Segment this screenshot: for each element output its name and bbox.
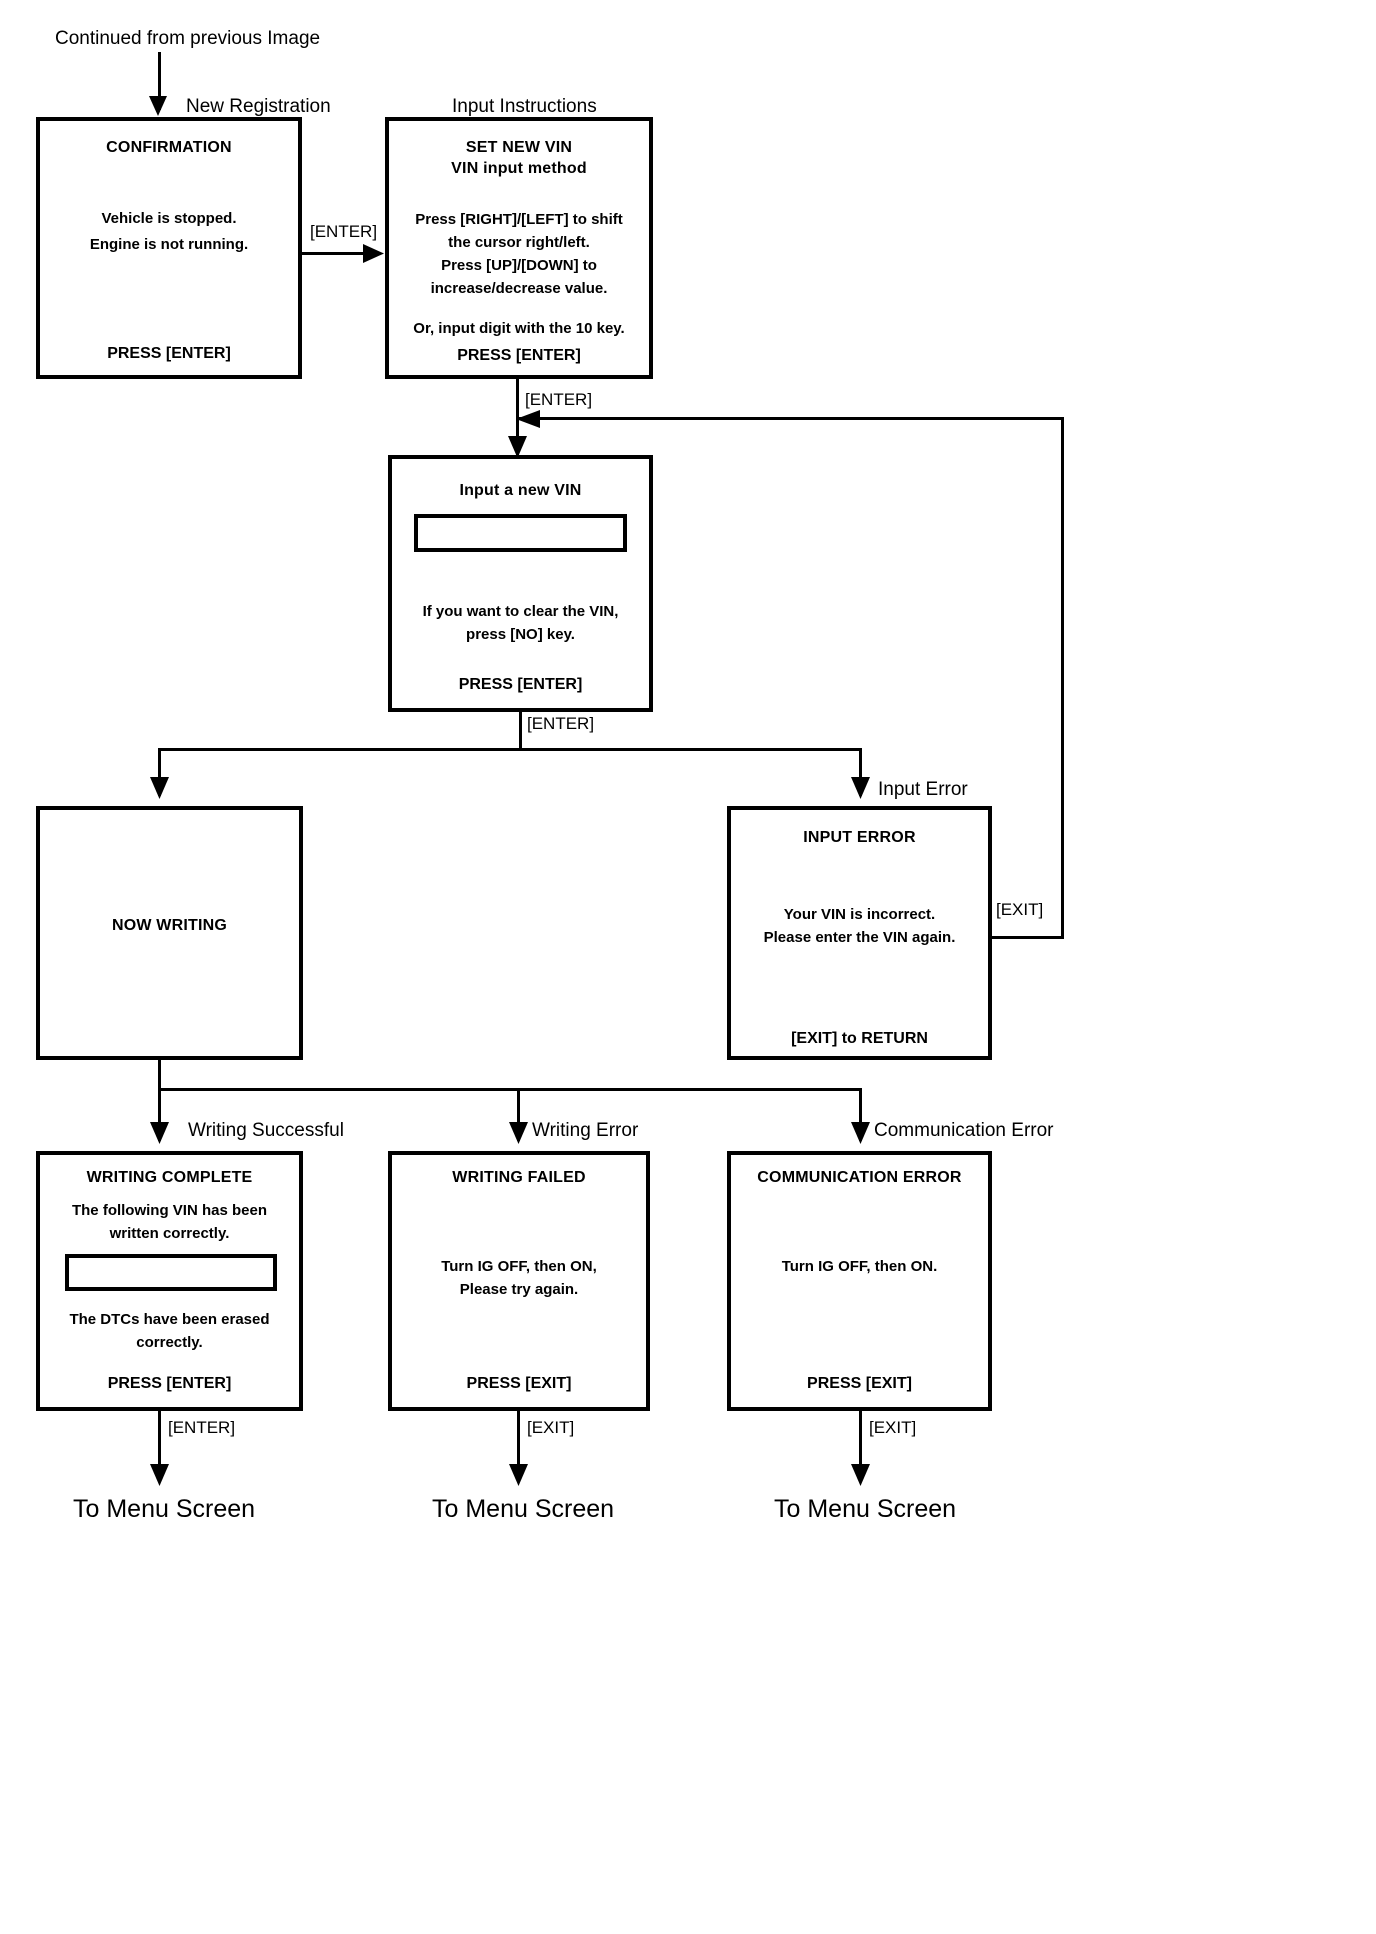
now-writing-title: NOW WRITING [111,917,228,934]
connector-input-branch-bus [158,748,862,751]
terminal-to-menu-screen-3: To Menu Screen [774,1495,957,1523]
screen-input-new-vin: Input a new VIN If you want to clear the… [388,455,653,712]
input-error-line-2: Please enter the VIN again. [763,929,956,946]
writing-complete-line-2: written correctly. [109,1225,230,1242]
edge-label-complete-exit: [ENTER] [168,1418,236,1437]
screen-writing-complete: WRITING COMPLETE The following VIN has b… [36,1151,303,1411]
writing-complete-line-4: correctly. [136,1334,203,1351]
terminal-to-menu-screen-1: To Menu Screen [73,1495,256,1523]
arrowhead-to-confirmation [149,96,167,116]
input-error-line-1: Your VIN is incorrect. [783,906,936,923]
arrowhead-to-now-writing [150,777,169,799]
arrowhead-to-input-error [851,777,870,799]
confirmation-title: CONFIRMATION [106,139,232,156]
connector-failed-to-menu [517,1411,520,1481]
edge-label-failed-exit: [EXIT] [527,1418,575,1437]
vin-input-field[interactable] [414,514,627,552]
edge-label-input-to-branch: [ENTER] [527,714,595,733]
arrowhead-to-menu-3 [851,1464,870,1486]
input-new-vin-line-2: press [NO] key. [466,626,575,643]
screen-writing-failed: WRITING FAILED Turn IG OFF, then ON, Ple… [388,1151,650,1411]
connector-complete-to-menu [158,1411,161,1481]
label-writing-error: Writing Error [532,1120,639,1141]
connector-results-bus [158,1088,861,1091]
writing-failed-footer: PRESS [EXIT] [466,1375,572,1392]
arrowhead-to-menu-1 [150,1464,169,1486]
label-writing-successful: Writing Successful [188,1120,344,1141]
set-new-vin-extra: Or, input digit with the 10 key. [413,320,625,337]
connector-comm-to-menu [859,1411,862,1481]
writing-complete-line-3: The DTCs have been erased [69,1311,270,1328]
connector-now-writing-stem [158,1060,161,1090]
label-communication-error: Communication Error [874,1120,1054,1141]
arrowhead-to-writing-complete [150,1122,169,1144]
edge-label-comm-exit: [EXIT] [869,1418,917,1437]
connector-result-right-down [859,1088,862,1141]
input-new-vin-title: Input a new VIN [459,482,582,499]
screen-set-new-vin: SET NEW VIN VIN input method Press [RIGH… [385,117,653,379]
label-input-error: Input Error [878,779,968,800]
input-error-footer: [EXIT] to RETURN [791,1030,928,1047]
set-new-vin-subtitle: VIN input method [451,160,587,177]
screen-now-writing: NOW WRITING [36,806,303,1060]
arrowhead-to-instructions [363,244,384,263]
arrowhead-to-writing-failed [509,1122,528,1144]
arrowhead-to-menu-2 [509,1464,528,1486]
writing-complete-footer: PRESS [ENTER] [107,1375,232,1392]
connector-result-mid-down [517,1088,520,1141]
written-vin-field [65,1254,277,1291]
connector-input-branch-stem [519,712,522,750]
connector-error-return-horizontal [519,417,1064,420]
screen-confirmation: CONFIRMATION Vehicle is stopped. Engine … [36,117,302,379]
writing-failed-title: WRITING FAILED [452,1169,586,1186]
input-new-vin-line-1: If you want to clear the VIN, [422,603,619,620]
communication-error-footer: PRESS [EXIT] [807,1375,912,1392]
communication-error-title: COMMUNICATION ERROR [757,1169,962,1186]
connector-top-vertical [158,52,161,110]
input-new-vin-footer: PRESS [ENTER] [458,676,583,693]
label-new-registration: New Registration [186,96,331,117]
writing-complete-line-1: The following VIN has been [71,1202,267,1219]
connector-confirmation-to-instructions [302,252,374,255]
writing-failed-line-1: Turn IG OFF, then ON, [441,1258,597,1275]
connector-error-return-vertical [1061,417,1064,939]
connector-branch-right-down [859,748,862,796]
set-new-vin-line-3: Press [UP]/[DOWN] to [441,257,597,274]
edge-label-error-return: [EXIT] [996,900,1044,919]
label-input-instructions: Input Instructions [452,96,597,117]
screen-input-error: INPUT ERROR Your VIN is incorrect. Pleas… [727,806,992,1060]
confirmation-line-2: Engine is not running. [89,236,249,253]
set-new-vin-line-4: increase/decrease value. [430,280,608,297]
arrowhead-to-input-new-vin [508,436,527,458]
confirmation-line-1: Vehicle is stopped. [101,210,237,227]
confirmation-footer: PRESS [ENTER] [107,345,231,362]
input-error-title: INPUT ERROR [803,829,916,846]
edge-label-confirmation-to-instructions: [ENTER] [310,222,378,241]
terminal-to-menu-screen-2: To Menu Screen [432,1495,615,1523]
connector-result-left-down [158,1088,161,1141]
set-new-vin-line-2: the cursor right/left. [448,234,590,251]
edge-label-instructions-to-input: [ENTER] [525,390,593,409]
connector-error-return-from-box [991,936,1064,939]
arrowhead-to-communication-error [851,1122,870,1144]
writing-complete-title: WRITING COMPLETE [86,1169,253,1186]
screen-communication-error: COMMUNICATION ERROR Turn IG OFF, then ON… [727,1151,992,1411]
communication-error-line-1: Turn IG OFF, then ON. [781,1258,938,1275]
connector-instructions-to-input [516,379,519,455]
set-new-vin-line-1: Press [RIGHT]/[LEFT] to shift [415,211,623,228]
continued-from-previous-note: Continued from previous Image [55,28,321,49]
writing-failed-line-2: Please try again. [459,1281,579,1298]
set-new-vin-footer: PRESS [ENTER] [457,347,581,364]
connector-branch-left-down [158,748,161,796]
set-new-vin-title: SET NEW VIN [465,139,573,156]
arrowhead-return-to-input [516,410,540,428]
